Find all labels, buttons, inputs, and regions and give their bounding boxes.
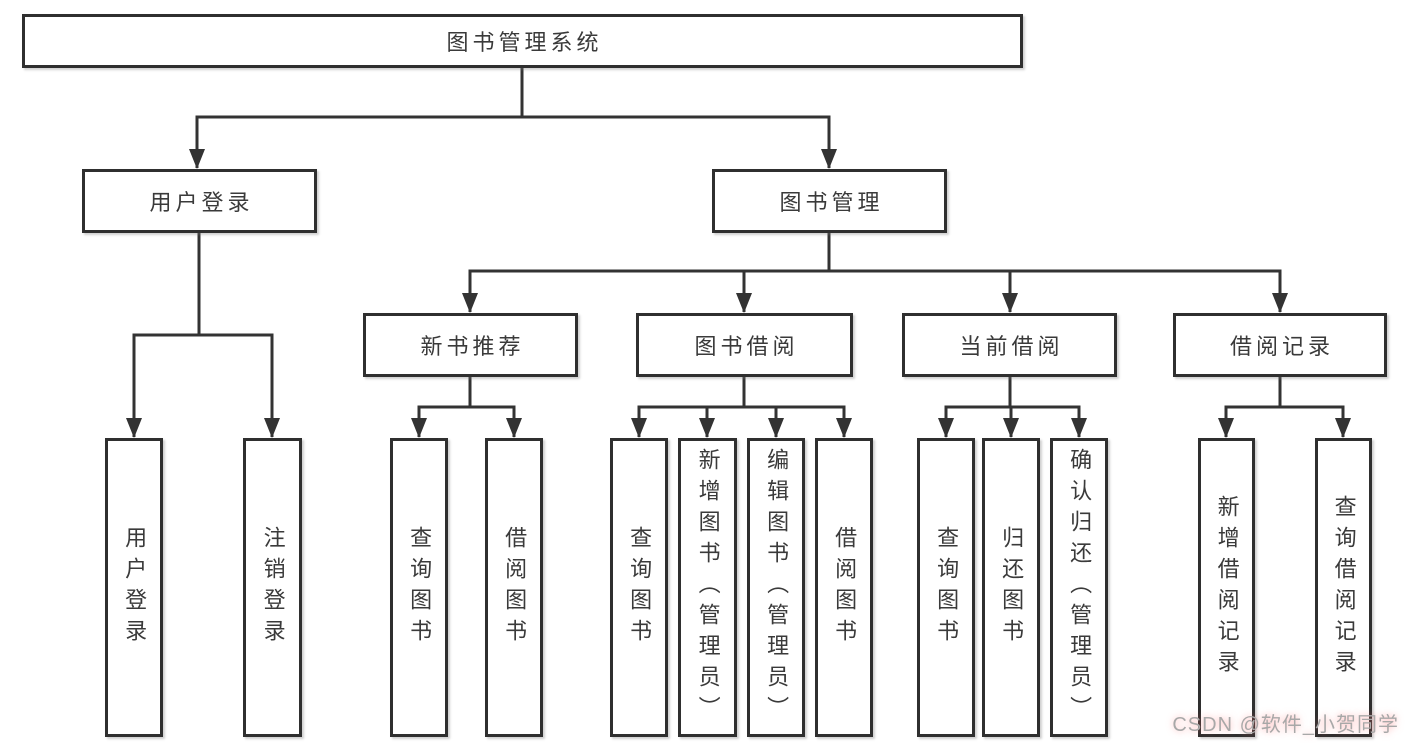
leaf-borrow-books-label: 借阅图书 — [832, 525, 858, 650]
leaf-query-books-recommend-label: 查询图书 — [407, 525, 433, 650]
node-new-book-recommend-label: 新书推荐 — [420, 334, 525, 359]
node-current-borrow: 当前借阅 — [902, 313, 1117, 377]
leaf-user-login-label: 用户登录 — [122, 525, 148, 650]
leaf-confirm-return-admin-label: 确认归还（管理员） — [1067, 448, 1093, 727]
leaf-edit-book-admin: 编辑图书（管理员） — [747, 438, 805, 737]
leaf-return-book: 归还图书 — [982, 438, 1040, 737]
leaf-add-borrow-record-label: 新增借阅记录 — [1214, 494, 1240, 681]
leaf-user-login: 用户登录 — [105, 438, 163, 737]
node-library-system-label: 图书管理系统 — [446, 30, 603, 55]
leaf-borrow-books-recommend: 借阅图书 — [485, 438, 543, 737]
node-library-system: 图书管理系统 — [22, 14, 1023, 68]
leaf-query-books-current-label: 查询图书 — [934, 525, 960, 650]
leaf-confirm-return-admin: 确认归还（管理员） — [1050, 438, 1108, 737]
node-user-login: 用户登录 — [82, 169, 317, 233]
leaf-query-borrow-record: 查询借阅记录 — [1315, 438, 1372, 737]
node-borrow-records-label: 借阅记录 — [1229, 334, 1334, 359]
leaf-borrow-books: 借阅图书 — [815, 438, 873, 737]
leaf-add-borrow-record: 新增借阅记录 — [1198, 438, 1255, 737]
leaf-borrow-books-recommend-label: 借阅图书 — [502, 525, 528, 650]
csdn-watermark: CSDN @软件_小贺同学 — [1172, 714, 1399, 736]
leaf-query-books-borrow: 查询图书 — [610, 438, 668, 737]
node-book-management: 图书管理 — [712, 169, 947, 233]
leaf-add-book-admin: 新增图书（管理员） — [678, 438, 737, 737]
node-new-book-recommend: 新书推荐 — [363, 313, 578, 377]
node-book-borrow: 图书借阅 — [636, 313, 853, 377]
leaf-edit-book-admin-label: 编辑图书（管理员） — [764, 448, 790, 727]
leaf-query-books-current: 查询图书 — [917, 438, 975, 737]
node-current-borrow-label: 当前借阅 — [959, 334, 1064, 359]
leaf-query-books-recommend: 查询图书 — [390, 438, 448, 737]
node-book-borrow-label: 图书借阅 — [694, 334, 799, 359]
leaf-return-book-label: 归还图书 — [999, 525, 1025, 650]
leaf-add-book-admin-label: 新增图书（管理员） — [695, 448, 721, 727]
leaf-logout: 注销登录 — [243, 438, 302, 737]
leaf-logout-label: 注销登录 — [260, 525, 286, 650]
leaf-query-borrow-record-label: 查询借阅记录 — [1331, 494, 1357, 681]
leaf-query-books-borrow-label: 查询图书 — [627, 525, 653, 650]
node-user-login-label: 用户登录 — [149, 190, 254, 215]
node-borrow-records: 借阅记录 — [1173, 313, 1387, 377]
node-book-management-label: 图书管理 — [779, 190, 884, 215]
